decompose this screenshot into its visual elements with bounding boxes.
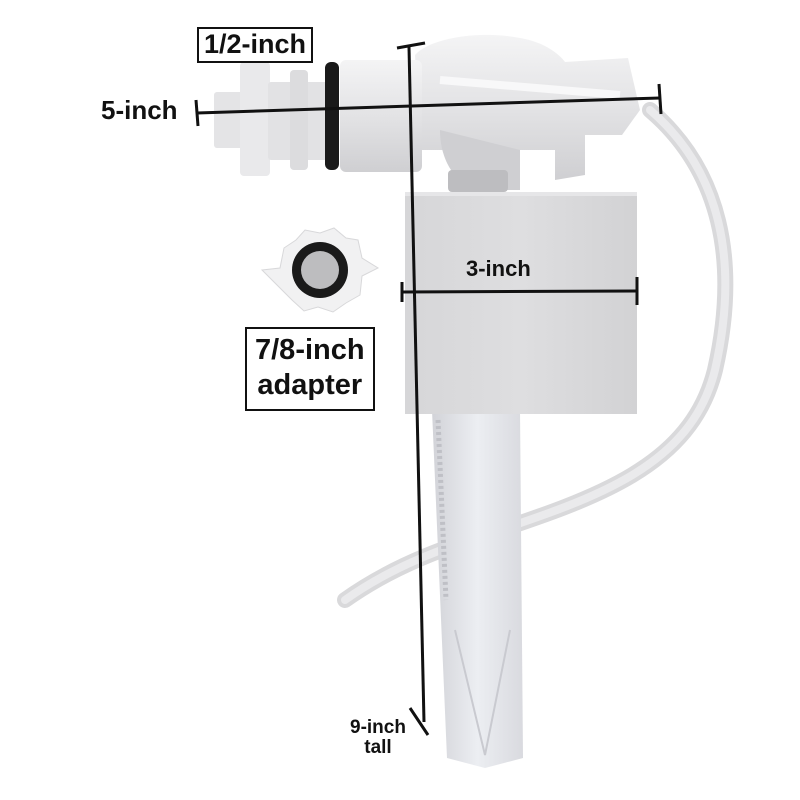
width-label: 5-inch (101, 95, 178, 125)
valve-head (415, 34, 640, 192)
valve-stem (432, 410, 523, 768)
adapter-label: 7/8-inch adapter (245, 327, 375, 411)
inlet-shank (214, 60, 422, 176)
height-label-text: tall (364, 736, 392, 758)
inlet-size-label: 1/2-inch (197, 27, 314, 63)
dimension-lines (194, 41, 663, 736)
float-width-label: 3-inch (466, 256, 531, 281)
refill-tube (337, 102, 734, 608)
height-label: 9-inch tall (350, 718, 406, 758)
adapter-label-size: 7/8-inch (255, 334, 365, 366)
adapter-label-text: adapter (257, 368, 363, 401)
adapter-nut (260, 227, 380, 313)
float-box (405, 192, 637, 414)
height-label-size: 9-inch (350, 717, 406, 738)
